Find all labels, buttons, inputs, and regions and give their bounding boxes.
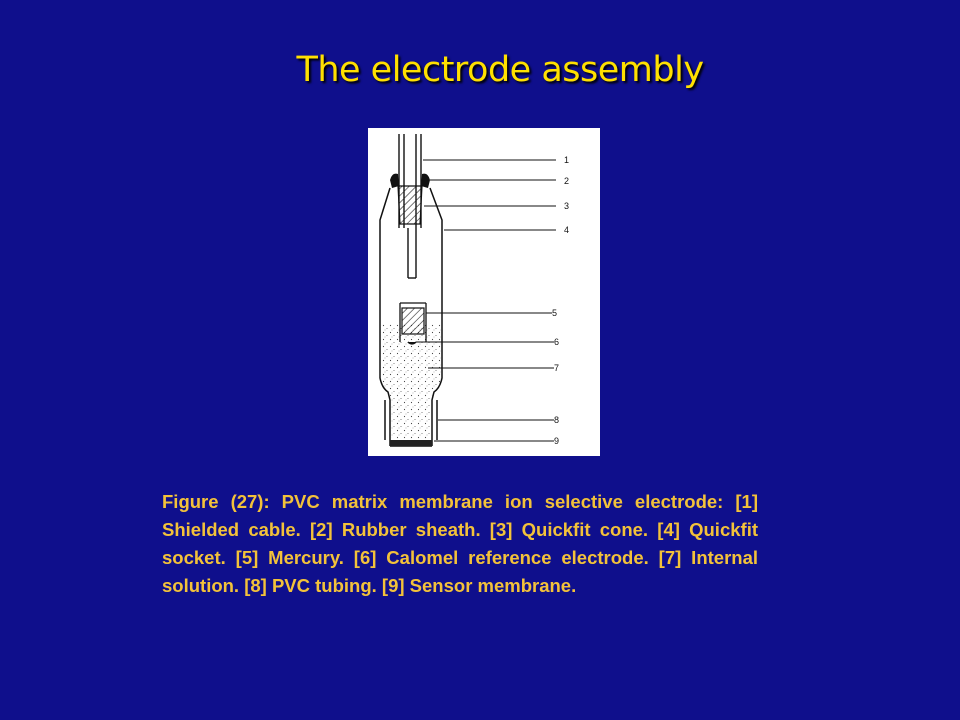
label-4: 4 bbox=[564, 225, 569, 235]
label-3: 3 bbox=[564, 201, 569, 211]
label-1: 1 bbox=[564, 155, 569, 165]
label-8: 8 bbox=[554, 415, 559, 425]
calomel-reference-electrode bbox=[399, 302, 427, 345]
mercury bbox=[401, 307, 425, 335]
quickfit-cone bbox=[397, 185, 423, 225]
quickfit-socket bbox=[379, 187, 443, 447]
electrode-diagram: 1 2 3 4 5 6 7 8 9 bbox=[368, 128, 600, 456]
label-9: 9 bbox=[554, 436, 559, 446]
rubber-sheath bbox=[390, 173, 430, 188]
sensor-membrane bbox=[390, 440, 432, 446]
figure-caption: Figure (27): PVC matrix membrane ion sel… bbox=[162, 491, 758, 596]
label-6: 6 bbox=[554, 337, 559, 347]
leader-lines bbox=[416, 159, 556, 442]
label-2: 2 bbox=[564, 176, 569, 186]
label-7: 7 bbox=[554, 363, 559, 373]
slide-title: The electrode assembly bbox=[296, 50, 704, 90]
part-labels: 1 2 3 4 5 6 7 8 9 bbox=[552, 155, 569, 446]
label-5: 5 bbox=[552, 308, 557, 318]
internal-solution bbox=[381, 324, 441, 445]
